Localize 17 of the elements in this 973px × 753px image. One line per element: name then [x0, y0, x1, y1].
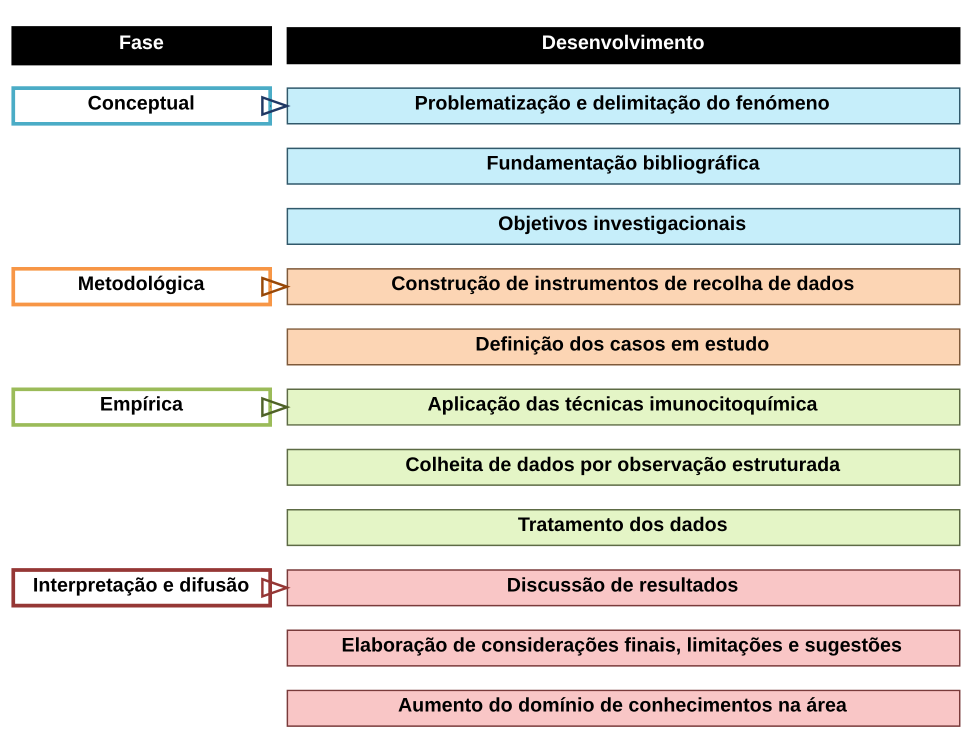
node-box: Elaboração de considerações finais, limitações e sugestões — [286, 628, 960, 666]
arrow — [261, 576, 291, 598]
node-box: Aplicação das técnicas imunocitoquímica — [286, 388, 960, 426]
node-box: Desenvolvimento — [286, 26, 960, 64]
node-box: Construção de instrumentos de recolha de dados — [286, 268, 960, 305]
node-box: Colheita de dados por observação estruturada — [286, 448, 960, 486]
node-box: Tratamento dos dados — [286, 508, 960, 546]
arrow — [261, 276, 291, 296]
node-box: Definição dos casos em estudo — [286, 328, 960, 365]
arrow — [261, 95, 291, 116]
arrow — [261, 396, 291, 417]
node-box: Problematização e delimitação do fenómeno — [286, 86, 960, 124]
node-box: Aumento do domínio de conhecimentos na área — [286, 689, 960, 726]
node-box: Objetivos investigacionais — [286, 207, 960, 244]
node-box: Fase — [11, 26, 272, 65]
node-box: Fundamentação bibliográfica — [286, 147, 960, 184]
node-box: Discussão de resultados — [286, 568, 960, 606]
